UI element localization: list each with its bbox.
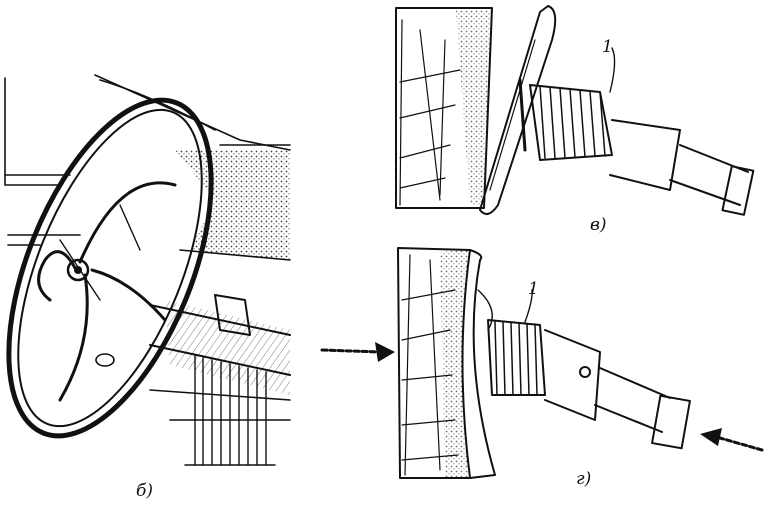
panel-b-wheel-illustration: б) xyxy=(4,74,291,501)
caption-v: в) xyxy=(590,215,607,235)
caption-b: б) xyxy=(136,481,153,501)
panel-v-spring xyxy=(518,78,613,161)
caption-g: г) xyxy=(576,469,591,489)
panel-v-wall xyxy=(395,7,493,209)
force-arrow-right xyxy=(700,428,764,452)
steering-wheel-spokes xyxy=(37,181,177,402)
panel-v-shaft xyxy=(609,119,755,216)
column-shading xyxy=(165,300,290,395)
dashboard-shading xyxy=(175,150,290,260)
steering-wheel-hub xyxy=(59,204,141,367)
callout-1-v: 1 xyxy=(602,37,613,57)
panel-g-housing xyxy=(544,329,691,450)
panel-v-wheel-rim xyxy=(479,5,557,215)
steering-column xyxy=(149,294,291,376)
panel-g-wall xyxy=(397,247,496,479)
panel-g-spring xyxy=(477,289,546,396)
lower-slats xyxy=(184,354,276,466)
force-arrow-left xyxy=(320,342,395,362)
panel-v-illustration: 1 в) xyxy=(395,5,755,235)
callout-1-g: 1 xyxy=(528,279,539,299)
steering-wheel-rim xyxy=(6,97,214,439)
panel-g-illustration: 1 г) xyxy=(397,247,691,489)
